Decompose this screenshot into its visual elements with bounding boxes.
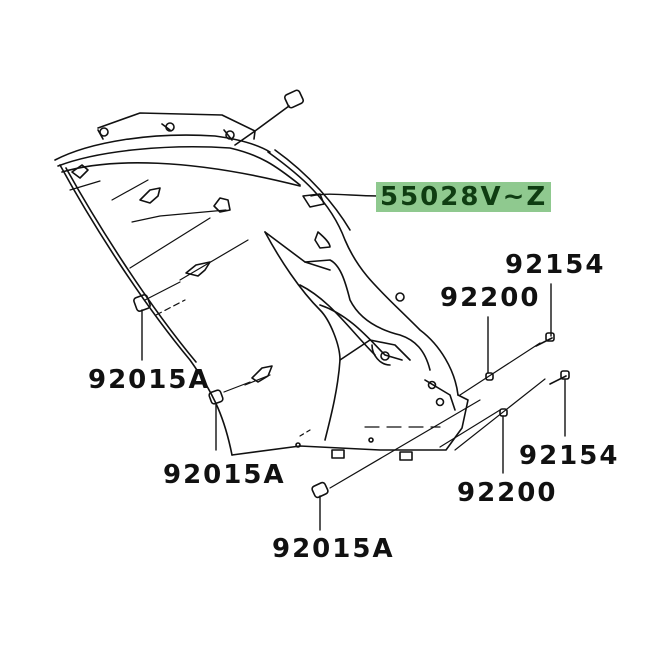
callout-92015a-bottom[interactable]: 92015A [272, 534, 395, 564]
nut-top-icon [283, 89, 305, 109]
clips [71, 164, 273, 383]
leader-lines [141, 193, 566, 531]
fasteners [485, 332, 570, 417]
inner-bracket [264, 193, 456, 441]
nut-icons [133, 294, 329, 499]
panel-top-edge [54, 105, 301, 187]
callout-92154-lower[interactable]: 92154 [519, 441, 620, 471]
bottom-tabs [295, 437, 413, 461]
callout-92154-upper[interactable]: 92154 [505, 250, 606, 280]
callout-92015a-left-upper[interactable]: 92015A [88, 365, 211, 395]
assembly-lines [69, 179, 546, 489]
callout-92200-lower[interactable]: 92200 [457, 478, 558, 508]
callout-92015a-left-lower[interactable]: 92015A [163, 460, 286, 490]
callout-92200-upper[interactable]: 92200 [440, 283, 541, 313]
panel-outline [59, 149, 469, 456]
callout-main-part-55028[interactable]: 55028V~Z [376, 182, 552, 212]
